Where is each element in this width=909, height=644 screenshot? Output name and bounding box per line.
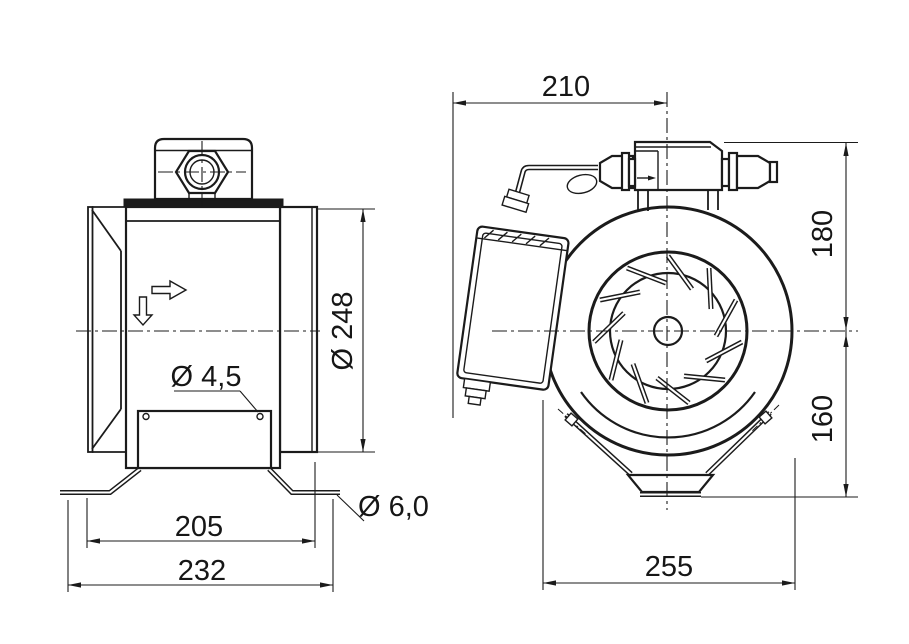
cable-and-glands (501, 151, 779, 214)
dim-foot-hole: Ø 6,0 (336, 491, 429, 523)
front-view: 210 180 160 255 (452, 71, 858, 590)
dim-bracket-hole-label: Ø 4,5 (171, 361, 242, 393)
front-bracket-legs (557, 404, 780, 476)
front-bracket-foot (625, 473, 716, 497)
dim-180-160: 180 160 (701, 141, 858, 498)
gland-left (598, 151, 637, 192)
dim-foot-spacing-label: 205 (175, 511, 223, 543)
leg-bolt-right (758, 410, 773, 425)
dim-bracket-hole: Ø 4,5 (171, 361, 259, 413)
capacitor-bottom-gland (462, 377, 492, 406)
dim-duct-diameter: Ø 248 (318, 208, 375, 453)
bracket-plate (136, 409, 273, 470)
airflow-symbols (132, 279, 188, 327)
outlet-duct-ring (278, 205, 319, 454)
bracket-hole-left (142, 412, 150, 421)
dim-overall-width: 232 (67, 499, 334, 592)
inlet-cone (87, 206, 126, 453)
airflow-down-arrow-icon (132, 296, 154, 327)
dim-160-label: 160 (807, 395, 839, 443)
capacitor-gland (501, 188, 530, 214)
bracket-hole-right (256, 412, 264, 421)
impeller-blades (592, 254, 744, 405)
capacitor-box (456, 225, 570, 406)
dim-210-label: 210 (542, 71, 590, 103)
clamp-band (123, 198, 284, 208)
dim-foot-hole-label: Ø 6,0 (358, 491, 429, 523)
cable-loop (566, 173, 598, 195)
housing-seam-arc (580, 391, 756, 439)
mounting-bracket-feet (60, 467, 340, 495)
dim-255-label: 255 (645, 551, 693, 583)
dim-180-label: 180 (807, 210, 839, 258)
airflow-right-arrow-icon (151, 279, 188, 301)
dim-210: 210 (452, 71, 667, 418)
dim-overall-width-label: 232 (178, 555, 226, 587)
wiring-arrow-icon (648, 175, 656, 181)
junction-box-side (153, 137, 254, 206)
dim-duct-diameter-label: Ø 248 (327, 292, 359, 371)
dim-255: 255 (542, 400, 796, 590)
leg-bolt-left (564, 412, 579, 427)
junction-box-front (633, 140, 724, 211)
side-view: Ø 248 Ø 4,5 Ø 6,0 205 (60, 137, 429, 592)
dim-foot-spacing: 205 (86, 462, 316, 548)
gland-right (720, 151, 779, 192)
